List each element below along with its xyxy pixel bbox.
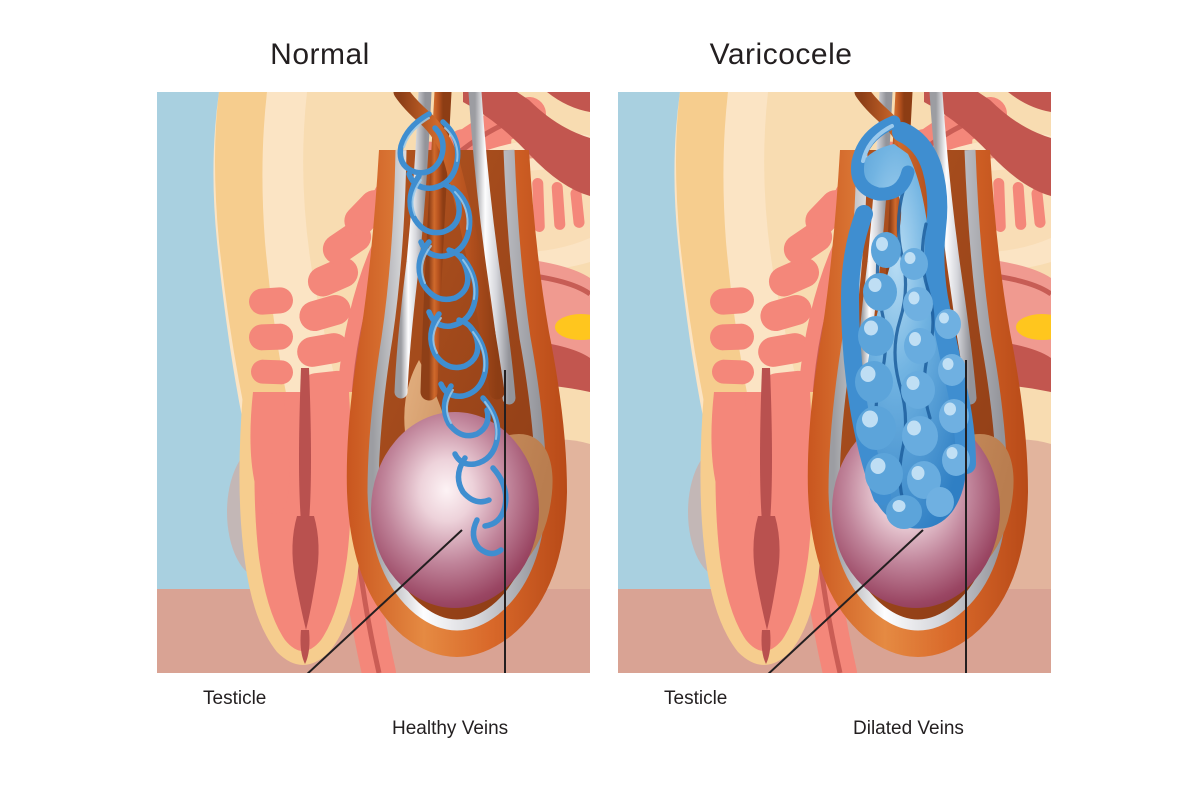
testis bbox=[371, 412, 539, 608]
illustration-varicocele bbox=[618, 92, 1051, 673]
panel-varicocele: Varicocele bbox=[511, 0, 1051, 800]
fat-deposit bbox=[555, 314, 590, 340]
panel-normal: Normal bbox=[50, 0, 590, 800]
penis-cross-section bbox=[239, 287, 365, 665]
muscle-band-corner bbox=[547, 92, 590, 112]
leader-line-testicle bbox=[767, 529, 924, 673]
callout-testicle-normal: Testicle bbox=[203, 688, 267, 709]
varicocele-upper-loop bbox=[850, 115, 915, 201]
spermatic-cord-left bbox=[855, 92, 893, 399]
pampiniform-plexus-normal bbox=[397, 111, 509, 557]
muscle-band-upper bbox=[924, 92, 1051, 196]
muscle-band-upper bbox=[463, 92, 590, 196]
muscle-band-corner bbox=[1008, 92, 1051, 112]
spermatic-cord-left bbox=[394, 92, 432, 399]
leader-line-testicle bbox=[306, 529, 463, 673]
callout-healthy-veins: Healthy Veins bbox=[392, 718, 509, 739]
testicular-artery bbox=[393, 92, 505, 400]
illustration-normal bbox=[157, 92, 590, 673]
spermatic-cord-right bbox=[468, 92, 516, 405]
panel-title-varicocele: Varicocele bbox=[709, 38, 853, 71]
penis-cross-section bbox=[700, 287, 826, 665]
panel-title-normal: Normal bbox=[270, 38, 370, 71]
fat-deposit bbox=[1016, 314, 1051, 340]
varicocele-lateral-trunk bbox=[892, 122, 976, 474]
tunica-vaginalis bbox=[367, 149, 547, 631]
varicocele-upper-loop-highlight bbox=[861, 124, 894, 163]
callout-dilated-veins: Dilated Veins bbox=[853, 718, 964, 739]
varicocele-knot-highlights bbox=[860, 237, 958, 512]
callout-testicle-varicocele: Testicle bbox=[664, 688, 728, 709]
dilated-veins-varicocele bbox=[840, 115, 976, 529]
varicocele-medial-trunk bbox=[840, 205, 891, 505]
pampiniform-highlights bbox=[403, 117, 498, 440]
